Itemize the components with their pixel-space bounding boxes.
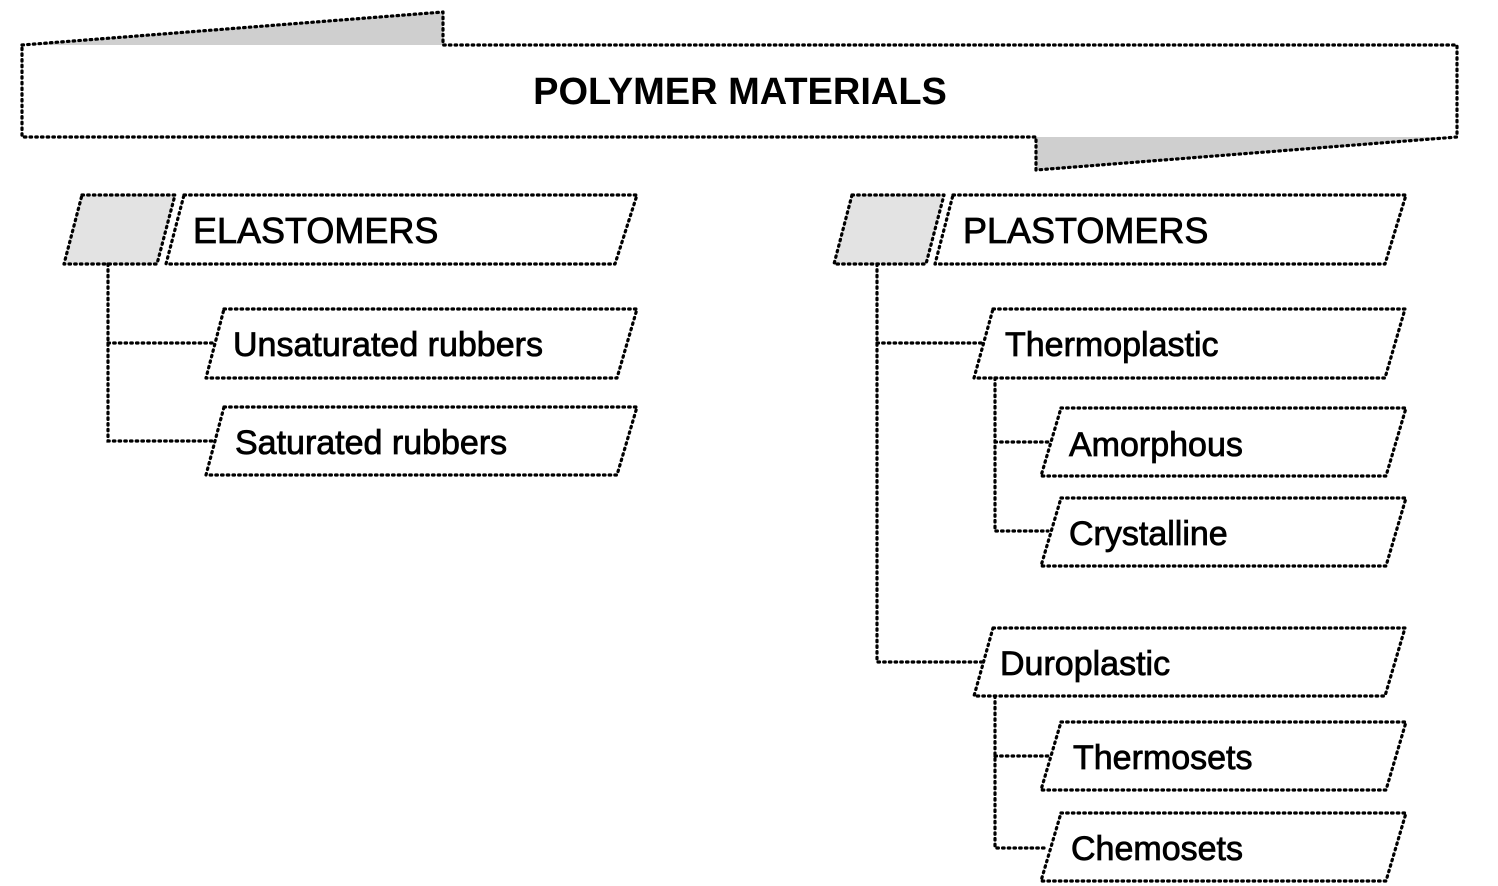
diagram-title: POLYMER MATERIALS xyxy=(533,71,947,113)
amorphous-label: Amorphous xyxy=(1069,426,1243,464)
duroplastic-box xyxy=(972,626,1407,698)
thermoplastic-box xyxy=(972,307,1407,380)
plastomers-tab-marker xyxy=(832,193,946,266)
crystalline-label: Crystalline xyxy=(1069,515,1228,553)
plastomers-label: PLASTOMERS xyxy=(963,210,1208,251)
elastomers-tab-marker xyxy=(62,193,177,266)
duroplastic-label: Duroplastic xyxy=(1000,645,1170,683)
branch-plastomers: PLASTOMERS Thermoplastic Amorphous Cryst… xyxy=(832,193,1408,883)
unsaturated-rubbers-box xyxy=(204,307,639,380)
thermosets-label: Thermosets xyxy=(1073,739,1253,777)
thermosets-box xyxy=(1039,720,1408,792)
elastomers-label: ELASTOMERS xyxy=(193,210,438,251)
duroplastic-connector xyxy=(993,694,1050,850)
elastomers-header-box xyxy=(164,193,639,266)
thermoplastic-connector xyxy=(993,376,1050,533)
title-banner: POLYMER MATERIALS xyxy=(20,10,1459,172)
saturated-rubbers-label: Saturated rubbers xyxy=(235,424,507,462)
unsaturated-rubbers-label: Unsaturated rubbers xyxy=(233,326,543,364)
chemosets-box xyxy=(1039,811,1408,883)
crystalline-box xyxy=(1039,496,1408,568)
amorphous-box xyxy=(1039,406,1408,478)
plastomers-header-box xyxy=(933,193,1408,266)
plastomers-connector xyxy=(875,262,984,664)
banner-outline xyxy=(20,10,1459,172)
thermoplastic-label: Thermoplastic xyxy=(1005,326,1219,364)
elastomers-connector xyxy=(106,262,216,443)
saturated-rubbers-box xyxy=(204,405,639,477)
branch-elastomers: ELASTOMERS Unsaturated rubbers Saturated… xyxy=(62,193,639,477)
chemosets-label: Chemosets xyxy=(1071,830,1243,868)
